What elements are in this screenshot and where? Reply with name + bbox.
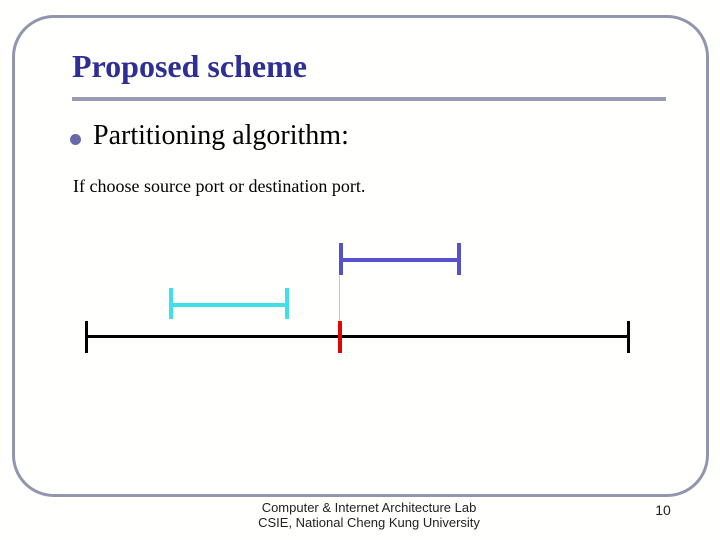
number-line-right-tick: [627, 321, 630, 353]
left-range-segment-bar: [169, 303, 289, 307]
page-number: 10: [655, 502, 671, 518]
footer: Computer & Internet Architecture Lab CSI…: [169, 500, 569, 530]
left-range-segment-left-tick: [169, 288, 173, 319]
bullet-label: Partitioning algorithm:: [93, 120, 349, 151]
footer-line-1: Computer & Internet Architecture Lab: [261, 500, 477, 515]
connector-line: [339, 276, 340, 321]
bullet-marker-icon: [70, 134, 81, 145]
number-line: [86, 335, 629, 338]
right-range-segment-left-tick: [339, 243, 343, 275]
left-range-segment-right-tick: [285, 288, 289, 319]
title-divider: [72, 97, 666, 101]
body-text: If choose source port or destination por…: [73, 176, 366, 196]
footer-line-2: CSIE, National Cheng Kung University: [258, 515, 480, 530]
number-line-left-tick: [85, 321, 88, 353]
partition-tick: [338, 321, 342, 353]
slide-title: Proposed scheme: [72, 48, 307, 84]
right-range-segment-right-tick: [457, 243, 461, 275]
right-range-segment-bar: [339, 258, 461, 262]
slide-border: [12, 15, 709, 497]
